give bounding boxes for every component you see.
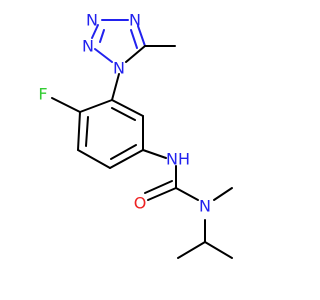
atom-n2-label: N <box>82 37 94 56</box>
bond-c-n <box>175 187 199 201</box>
bond-ring-3 <box>77 149 111 169</box>
bond-ring-6-inner <box>111 107 136 121</box>
molecule-structure: N N N N F NH O N <box>38 11 233 259</box>
bond-n-methyl <box>213 187 233 201</box>
atom-nh-label: NH <box>166 150 190 169</box>
bond-n1-n2 <box>94 48 113 63</box>
bond-aryl-nh <box>142 149 167 159</box>
bond-ring-1 <box>79 99 113 113</box>
bond-ring-2 <box>77 111 81 151</box>
bond-ch-me1 <box>177 241 206 259</box>
bond-ch-me2 <box>204 241 233 259</box>
atom-f-label: F <box>38 85 47 104</box>
molecule-diagram: N N N N F NH O N <box>38 10 233 259</box>
bond-ring-6 <box>111 99 144 117</box>
bond-n3-c5 <box>137 25 146 47</box>
atom-urea-n-label: N <box>199 197 211 216</box>
bond-c-f <box>51 97 81 113</box>
bond-c5-n1 <box>125 45 146 63</box>
bond-ring-4 <box>109 149 144 169</box>
bond-c-o-1 <box>147 187 177 201</box>
atom-o-label: O <box>134 194 147 213</box>
atom-n3-label: N <box>129 11 141 30</box>
atom-n1-label: N <box>113 59 125 78</box>
bond-n2-n4 <box>91 24 99 39</box>
bond-n2-n4-inner <box>99 29 105 43</box>
bond-c-o-2 <box>144 180 173 194</box>
bond-n3-c5-inner <box>130 29 138 49</box>
bond-n1-aryl <box>111 73 120 101</box>
bond-ring-4-inner <box>110 144 137 160</box>
atom-n4-label: N <box>86 11 98 30</box>
bond-ring-2-inner <box>85 116 89 147</box>
